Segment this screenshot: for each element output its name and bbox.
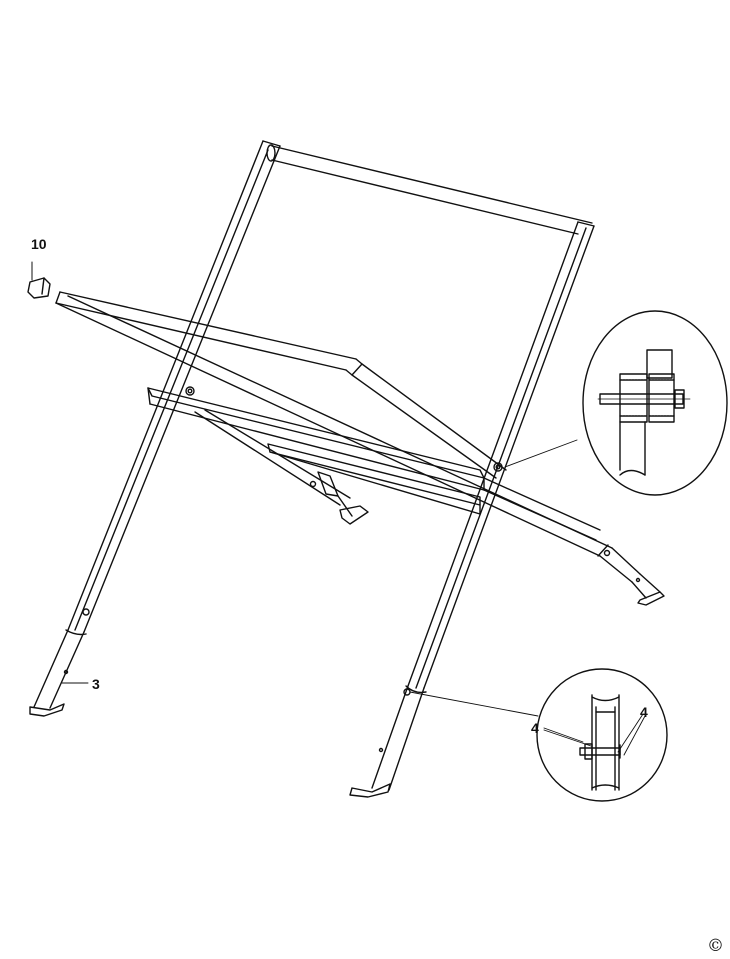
rear-inner-diagonal xyxy=(483,477,601,541)
front-top-bar xyxy=(55,291,507,479)
rear-right-leg xyxy=(349,221,595,798)
callout-3: 3 xyxy=(92,676,100,692)
leg-bolt-detail-view xyxy=(409,668,668,802)
callout-10: 10 xyxy=(31,236,47,252)
lower-folding-brace xyxy=(194,409,481,525)
callout-4-left: 4 xyxy=(531,720,539,736)
rear-left-leg xyxy=(29,140,281,717)
callout-4-right: 4 xyxy=(640,704,648,720)
rear-top-crossbar xyxy=(266,144,593,235)
pivot-bolt-detail-view xyxy=(504,310,728,496)
end-cap-part-10 xyxy=(27,261,51,299)
copyright-symbol: © xyxy=(707,936,724,956)
